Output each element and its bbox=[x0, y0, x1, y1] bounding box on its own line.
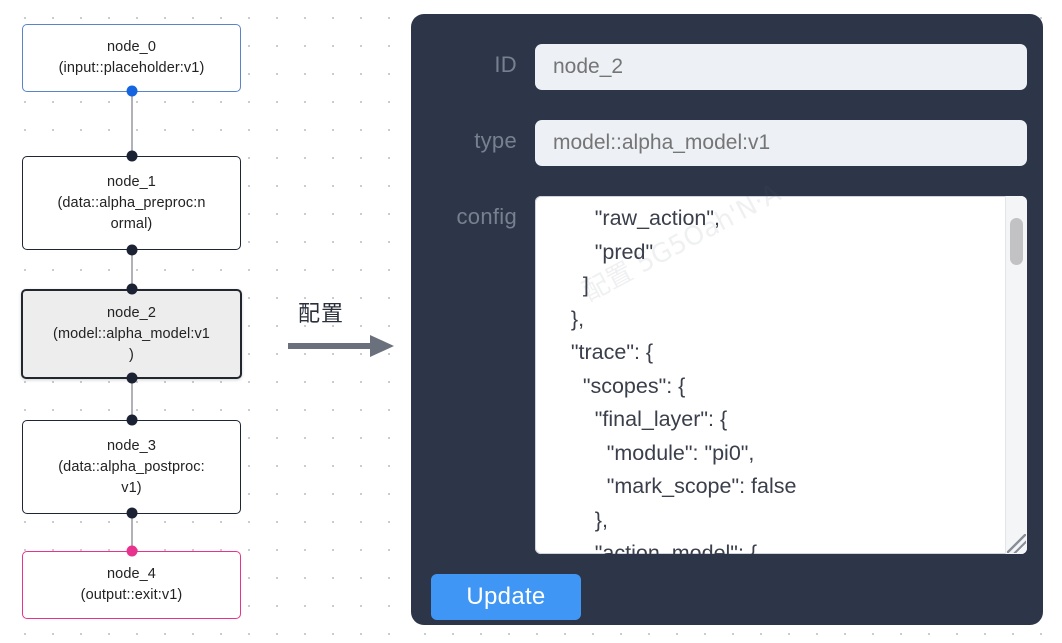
transition-annotation: 配置 bbox=[288, 296, 400, 376]
node_2-source-handle[interactable] bbox=[126, 372, 138, 384]
node_2-target-handle[interactable] bbox=[126, 283, 138, 295]
graph-node-label: node_3 (data::alpha_postproc: v1) bbox=[58, 437, 205, 496]
type-field-row: type bbox=[427, 120, 1027, 166]
config-scrollbar-thumb[interactable] bbox=[1010, 218, 1023, 265]
config-textarea-wrapper: "raw_action", "pred" ] }, "trace": { "sc… bbox=[535, 196, 1027, 554]
graph-node-node_1[interactable]: node_1 (data::alpha_preproc:n ormal) bbox=[22, 156, 241, 250]
node_4-target-handle[interactable] bbox=[126, 545, 138, 557]
node_3-source-handle[interactable] bbox=[126, 507, 138, 519]
graph-node-node_2[interactable]: node_2 (model::alpha_model:v1 ) bbox=[21, 289, 242, 379]
graph-node-node_4[interactable]: node_4 (output::exit:v1) bbox=[22, 551, 241, 619]
id-field-row: ID bbox=[427, 44, 1027, 90]
graph-node-label: node_0 (input::placeholder:v1) bbox=[58, 39, 205, 76]
edge-node0-node1 bbox=[131, 91, 133, 156]
type-field-label: type bbox=[474, 128, 517, 153]
graph-node-node_3[interactable]: node_3 (data::alpha_postproc: v1) bbox=[22, 420, 241, 514]
id-input[interactable] bbox=[535, 44, 1027, 90]
type-input[interactable] bbox=[535, 120, 1027, 166]
node-graph-canvas[interactable]: node_0 (input::placeholder:v1) node_1 (d… bbox=[0, 0, 400, 643]
graph-node-label: node_2 (model::alpha_model:v1 ) bbox=[53, 304, 210, 363]
id-field-label: ID bbox=[494, 52, 517, 77]
edge-node1-node2 bbox=[131, 250, 133, 289]
graph-node-label: node_1 (data::alpha_preproc:n ormal) bbox=[57, 173, 206, 232]
node_1-source-handle[interactable] bbox=[126, 244, 138, 256]
config-scrollbar[interactable] bbox=[1005, 196, 1027, 554]
config-textarea[interactable]: "raw_action", "pred" ] }, "trace": { "sc… bbox=[570, 206, 797, 554]
config-field-row: config "raw_action", "pred" ] }, "trace"… bbox=[427, 196, 1027, 554]
edge-node3-node4 bbox=[131, 513, 133, 551]
graph-node-node_0[interactable]: node_0 (input::placeholder:v1) bbox=[22, 24, 241, 92]
config-field-label: config bbox=[456, 204, 517, 229]
node-config-panel: ID type config "raw_action", "pred" ] },… bbox=[411, 14, 1043, 625]
edge-node2-node3 bbox=[131, 378, 133, 420]
node_0-source-handle[interactable] bbox=[126, 85, 138, 97]
arrow-icon bbox=[288, 332, 396, 360]
resize-grip-icon[interactable] bbox=[1007, 534, 1026, 553]
transition-label: 配置 bbox=[298, 302, 345, 327]
update-button[interactable]: Update bbox=[431, 574, 581, 620]
node_1-target-handle[interactable] bbox=[126, 150, 138, 162]
node_3-target-handle[interactable] bbox=[126, 414, 138, 426]
graph-node-label: node_4 (output::exit:v1) bbox=[80, 566, 183, 603]
